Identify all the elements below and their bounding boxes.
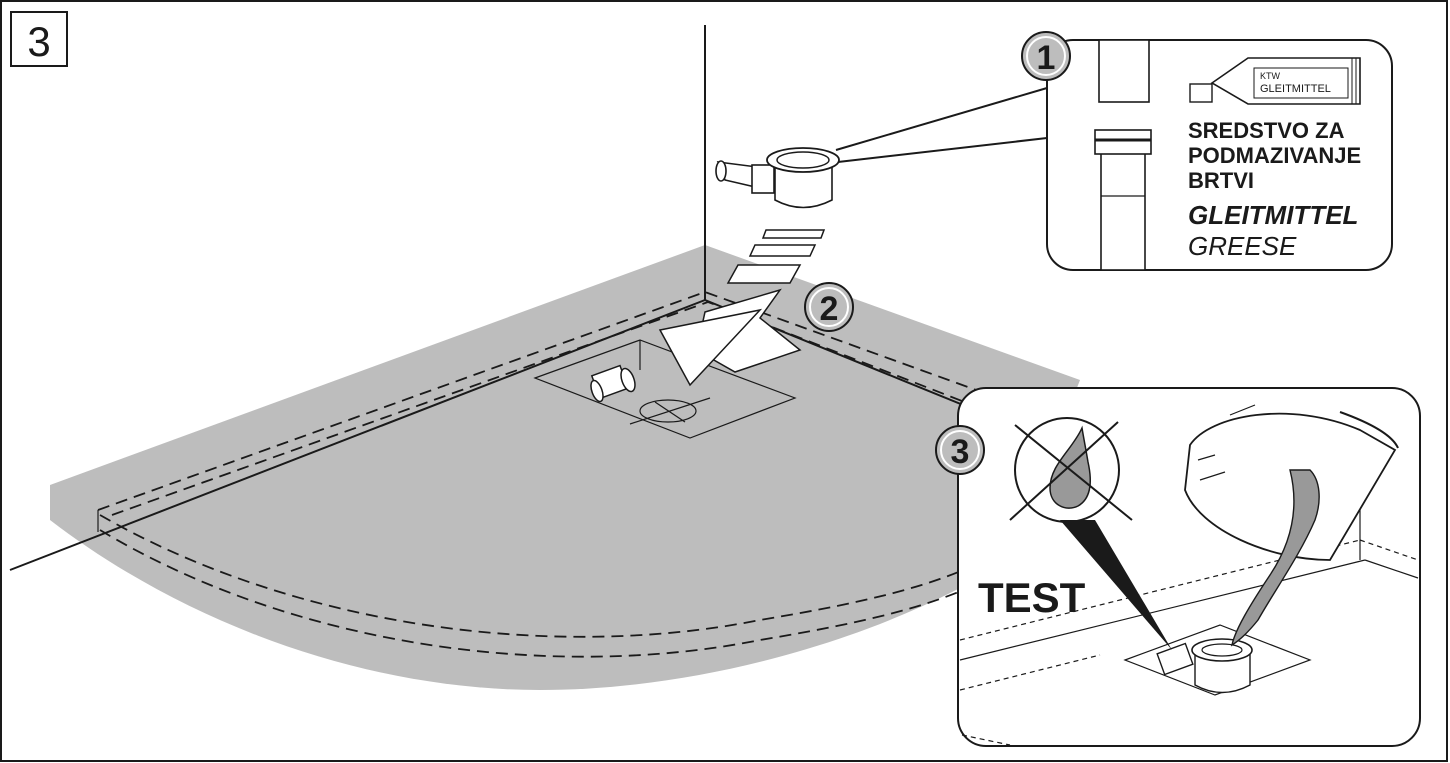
- drain-pipe-stub: [590, 364, 636, 403]
- water-bucket: [1184, 404, 1399, 561]
- motion-stripe-3: [761, 229, 826, 239]
- drain-recess: [533, 339, 797, 439]
- svg-text:1: 1: [1037, 39, 1056, 77]
- svg-text:3: 3: [951, 433, 970, 471]
- drain-assembly: [715, 147, 840, 209]
- tray-curve-dashed-outer: [99, 514, 976, 638]
- drain-position-circle: [639, 399, 697, 423]
- poured-water: [1230, 469, 1320, 647]
- shower-tray: [50, 245, 1080, 690]
- step-marker-2: 2: [804, 282, 854, 332]
- tube-brand: KTW: [1260, 71, 1281, 81]
- svg-text:2: 2: [820, 290, 839, 328]
- lubricant-tube: [1189, 57, 1361, 105]
- wall-base-left: [9, 299, 706, 571]
- pipe-lower-with-seal: [1094, 129, 1152, 271]
- drain-center-line-a: [629, 397, 711, 425]
- lubricant-text-line3: BRTVI: [1188, 168, 1254, 193]
- arrow-head: [658, 308, 763, 387]
- tray-curve-dashed-inner: [99, 529, 976, 658]
- test-label: TEST: [978, 574, 1086, 621]
- pipe-upper: [1098, 39, 1150, 103]
- step-number: 3: [27, 18, 50, 65]
- no-leak-symbol: [1009, 417, 1133, 523]
- lubricant-text-line4: GLEITMITTEL: [1188, 200, 1358, 230]
- zoom-line-top: [835, 87, 1048, 151]
- lubricant-text-line5: GREESE: [1188, 231, 1297, 261]
- motion-stripe-1: [726, 264, 802, 284]
- step-marker-1: 1: [1021, 31, 1071, 81]
- test-inset-drain: [1156, 638, 1253, 694]
- lubricant-text-line1: SREDSTVO ZA: [1188, 118, 1345, 143]
- drain-center-line-b: [654, 401, 686, 423]
- lubricant-text-line2: PODMAZIVANJE: [1188, 143, 1361, 168]
- tray-edge-dashed-inner: [111, 301, 986, 516]
- tray-edge-dashed-outer: [97, 291, 991, 511]
- leak-check-pointer: [1060, 520, 1172, 650]
- zoom-line-bottom: [837, 137, 1048, 163]
- step-number-box: [10, 11, 68, 67]
- motion-stripe-2: [748, 244, 817, 257]
- tube-name: GLEITMITTEL: [1260, 83, 1331, 95]
- step-marker-3: 3: [935, 425, 985, 475]
